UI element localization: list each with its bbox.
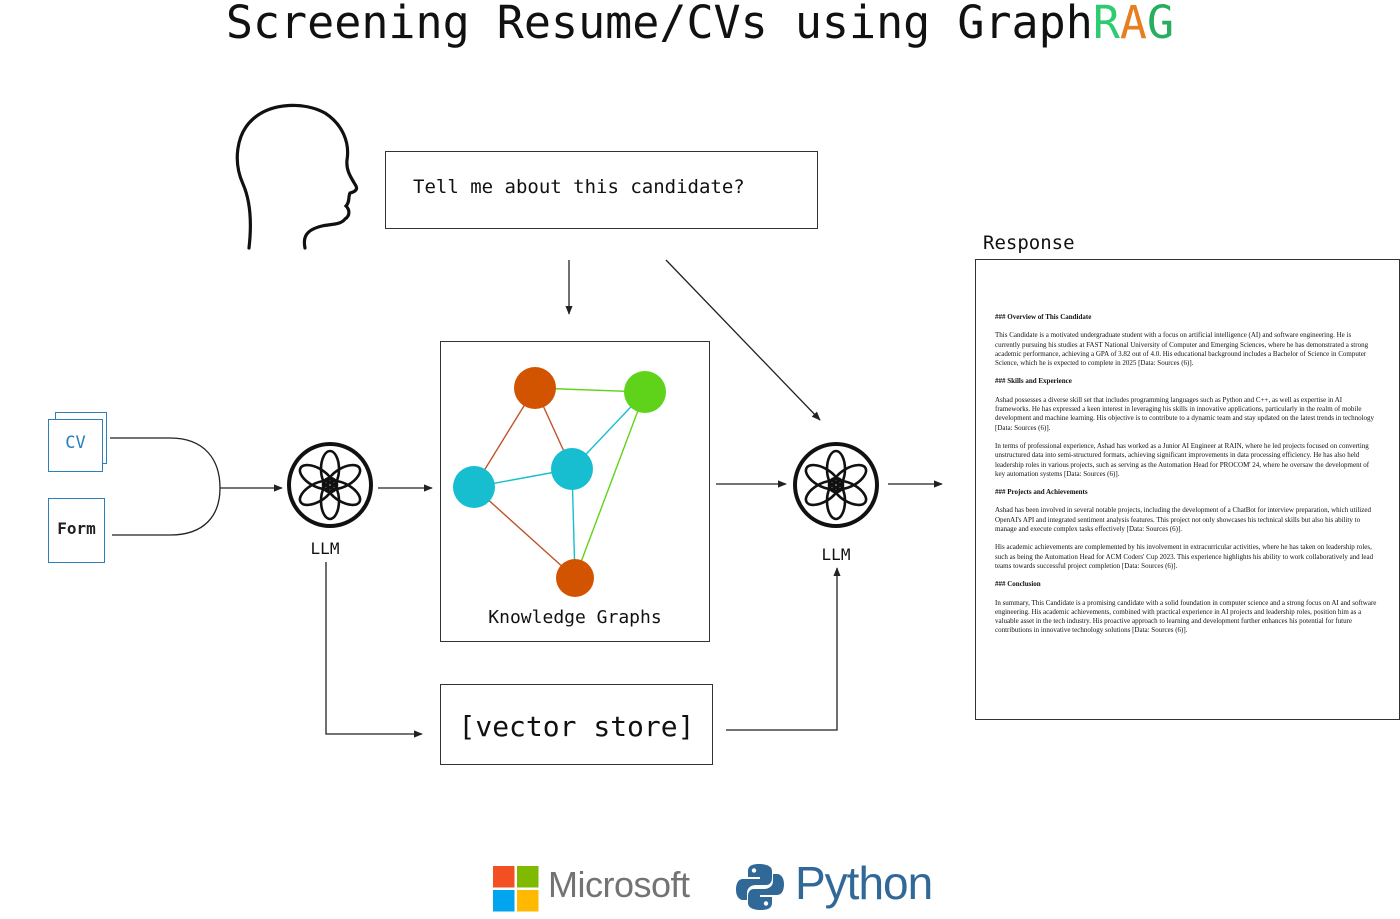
microsoft-logo-icon [493, 866, 539, 912]
knowledge-graph [453, 367, 666, 597]
knowledge-graph-label: Knowledge Graphs [488, 607, 662, 628]
response-paragraph: His academic achievements are complement… [995, 543, 1374, 570]
response-box [975, 259, 1400, 720]
kg-node [514, 367, 556, 409]
cv-label: CV [65, 433, 86, 453]
response-paragraph: Ashad possesses a diverse skill set that… [995, 395, 1375, 432]
microsoft-wordmark: Microsoft [548, 864, 690, 905]
response-label: Response [983, 232, 1075, 254]
response-heading: ### Projects and Achievements [995, 488, 1088, 497]
vector-store-label: [vector store] [458, 710, 695, 743]
response-paragraph: In terms of professional experience, Ash… [995, 441, 1370, 478]
form-connector [112, 487, 221, 536]
query-box [385, 151, 818, 229]
arrow-vector-to-llm2 [726, 567, 841, 731]
arrow-llm1-to-vector [325, 562, 423, 738]
person-head-icon [235, 103, 359, 250]
kg-node [453, 466, 495, 508]
kg-node [624, 371, 666, 413]
llm-label: LLM [310, 539, 340, 558]
response-heading: ### Overview of This Candidate [995, 313, 1092, 321]
response-heading: ### Conclusion [995, 580, 1041, 589]
kg-node [551, 448, 593, 490]
kg-node [556, 559, 594, 597]
vector-store-box [440, 684, 713, 765]
response-paragraph: This Candidate is a motivated undergradu… [995, 331, 1369, 368]
response-content: ### Overview of This Candidate This Cand… [995, 313, 1377, 645]
llm-label: LLM [821, 545, 851, 564]
response-paragraph: Ashad has been involved in several notab… [995, 506, 1371, 534]
diagram-title: Screening Resume/CVs using GraphRAG [225, 0, 1175, 49]
llm-icon [793, 442, 879, 528]
kg-edge [473, 486, 576, 579]
llm-icon [287, 442, 373, 528]
query-text: Tell me about this candidate? [413, 176, 745, 198]
cv-document [48, 419, 103, 472]
response-heading: ### Skills and Experience [995, 377, 1072, 386]
arrow-query-to-llm2 [665, 259, 821, 421]
python-logo-icon [736, 864, 784, 910]
cv-connector [110, 437, 221, 489]
kg-edge [574, 391, 646, 579]
response-paragraph: In summary, This Candidate is a promisin… [995, 598, 1377, 635]
form-label: Form [57, 519, 96, 538]
python-wordmark: Python [795, 857, 933, 909]
form-document [48, 498, 105, 563]
